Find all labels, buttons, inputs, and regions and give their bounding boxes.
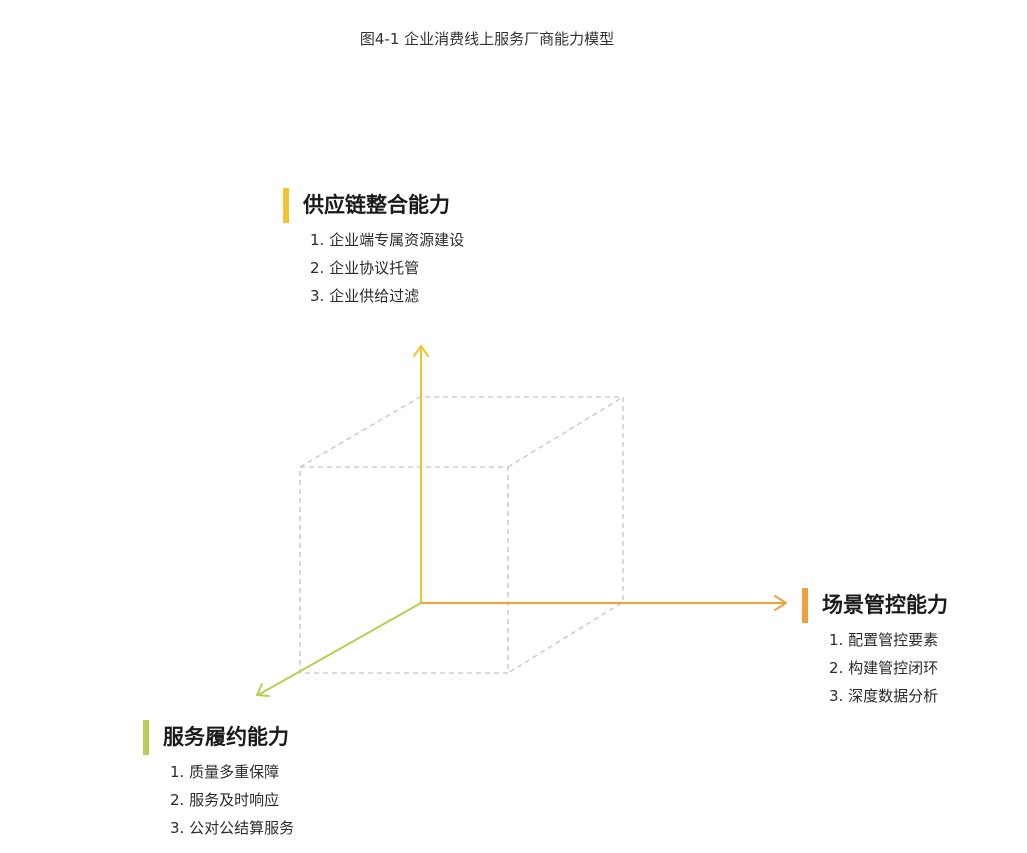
- cube-front-face: [299, 466, 509, 674]
- service-heading: 服务履约能力: [163, 725, 289, 749]
- list-item: 2. 服务及时响应: [170, 791, 280, 809]
- list-item: 3. 深度数据分析: [829, 687, 939, 705]
- diagram-title: 图4-1 企业消费线上服务厂商能力模型: [359, 30, 615, 48]
- list-item: 3. 公对公结算服务: [170, 819, 295, 837]
- list-item: 3. 企业供给过滤: [310, 287, 420, 305]
- supply-heading: 供应链整合能力: [303, 193, 450, 217]
- scene-heading: 场景管控能力: [822, 593, 948, 617]
- supply-color-bar: [283, 188, 289, 223]
- service-axis-arrow-icon: [256, 683, 270, 697]
- scene-color-bar: [802, 588, 808, 623]
- supply-axis-arrow-icon: [413, 345, 429, 357]
- dashed-cube: [299, 396, 624, 674]
- list-item: 2. 构建管控闭环: [829, 659, 939, 677]
- service-item-list: 1. 质量多重保障 2. 服务及时响应 3. 公对公结算服务: [170, 758, 294, 842]
- list-item: 1. 质量多重保障: [170, 763, 280, 781]
- scene-item-list: 1. 配置管控要素 2. 构建管控闭环 3. 深度数据分析: [829, 626, 938, 710]
- cube-top-right-edge: [507, 396, 624, 468]
- scene-axis-arrow-icon: [774, 595, 787, 611]
- list-item: 2. 企业协议托管: [310, 259, 420, 277]
- service-color-bar: [143, 720, 149, 755]
- supply-item-list: 1. 企业端专属资源建设 2. 企业协议托管 3. 企业供给过滤: [310, 226, 464, 310]
- cube-back-edges: [299, 396, 624, 674]
- scene-axis: [420, 595, 787, 611]
- supply-axis: [413, 345, 429, 604]
- list-item: 1. 企业端专属资源建设: [310, 231, 465, 249]
- service-axis: [256, 602, 422, 697]
- service-axis-line: [257, 602, 422, 696]
- list-item: 1. 配置管控要素: [829, 631, 939, 649]
